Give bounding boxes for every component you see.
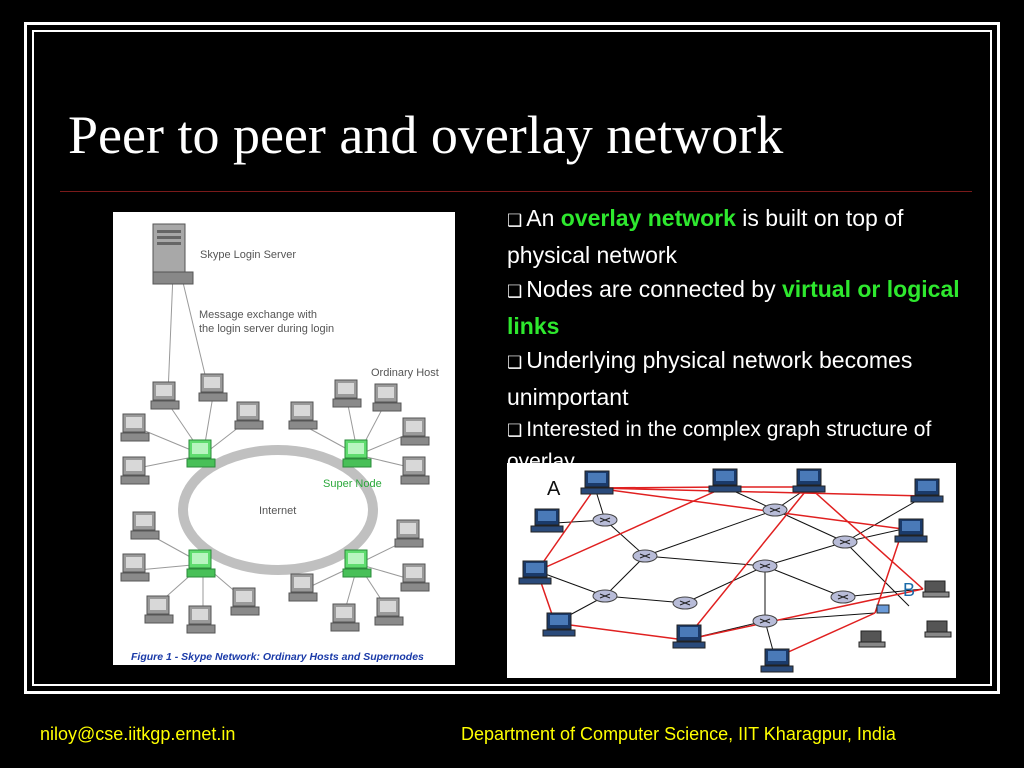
slide-frame-outer [24, 22, 1000, 694]
message-label-line-2: the login server during login [199, 323, 334, 335]
overlay-network-figure: A B [507, 463, 956, 678]
internet-cloud [178, 445, 378, 575]
bullet-list: ❑An overlay network is built on top of p… [507, 201, 967, 477]
skype-network-diagram: Skype Login Server Message exchange with… [120, 223, 439, 663]
bullet-item-2: ❑Nodes are connected by virtual or logic… [507, 276, 960, 339]
slide-title: Peer to peer and overlay network [68, 105, 784, 165]
internet-label: Internet [259, 505, 296, 517]
super-node-label: Super Node [323, 478, 382, 490]
node-b-label: B [903, 580, 915, 600]
server-label: Skype Login Server [200, 249, 296, 261]
bullet-item-3: ❑Underlying physical network becomes uni… [507, 347, 913, 410]
overlay-links [536, 486, 926, 659]
footer-email: niloy@cse.iitkgp.ernet.in [40, 724, 236, 744]
footer-department: Department of Computer Science, IIT Khar… [461, 724, 896, 744]
checkbox-bullet-icon: ❑ [507, 353, 523, 372]
login-server-icon [152, 223, 194, 285]
checkbox-bullet-icon: ❑ [507, 211, 523, 230]
host-icons [518, 468, 952, 673]
bullet-item-1: ❑An overlay network is built on top of p… [507, 205, 904, 268]
checkbox-bullet-icon: ❑ [507, 421, 523, 440]
title-divider [60, 191, 972, 192]
figure-caption: Figure 1 - Skype Network: Ordinary Hosts… [131, 651, 424, 663]
router-icons [592, 503, 858, 628]
checkbox-bullet-icon: ❑ [507, 282, 523, 301]
slide-frame-inner [32, 30, 992, 686]
skype-network-figure: Skype Login Server Message exchange with… [113, 212, 455, 665]
node-a-label: A [547, 478, 561, 500]
message-label-line-1: Message exchange with [199, 309, 317, 321]
ordinary-host-label: Ordinary Host [371, 367, 439, 379]
overlay-network-diagram: A B [518, 468, 952, 673]
